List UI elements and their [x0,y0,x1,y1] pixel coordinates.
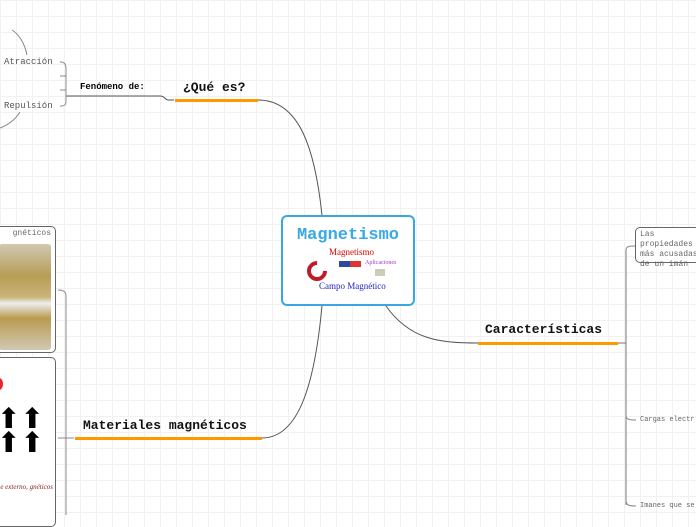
central-title: Magnetismo [296,226,400,245]
subtopic-fenomeno[interactable]: Fenómeno de: [80,82,145,92]
node-dominios-image[interactable]: ⬆⬆⬆⬆ de un e externo, gnéticos [0,357,56,527]
red-dot-icon [0,378,3,390]
node-text: de un e externo, gnéticos [0,483,53,491]
topic-materiales[interactable]: Materiales magnéticos [83,418,247,433]
image-caption-campo: Campo Magnético [319,281,386,291]
topic-underline [175,99,258,102]
image-caption-magnetismo: Magnetismo [329,247,374,257]
topic-caracteristicas[interactable]: Características [485,322,603,337]
topic-underline [75,437,262,440]
node-title: gnéticos [12,229,51,238]
central-image: Magnetismo Aplicaciones Campo Magnético [283,247,413,297]
application-icon [375,269,385,276]
topic-que-es[interactable]: ¿Qué es? [183,80,246,95]
node-imanes[interactable]: Imanes que se [640,502,695,510]
node-materiales-image[interactable]: gnéticos [0,226,56,353]
field-lines-icon [339,261,361,267]
magnet-cubes-photo [0,244,51,350]
image-caption-aplicaciones: Aplicaciones [365,260,397,266]
topic-underline [478,342,618,345]
node-atraccion[interactable]: Atracción [4,57,53,67]
node-repulsion[interactable]: Repulsión [4,101,53,111]
node-propiedades[interactable]: Las propiedades más acusadas de un imán [635,227,696,269]
central-topic-magnetismo[interactable]: Magnetismo Magnetismo Aplicaciones Campo… [281,215,415,306]
node-cargas[interactable]: Cargas electr [640,416,695,424]
arrows-up-icon: ⬆⬆⬆⬆ [0,406,44,461]
